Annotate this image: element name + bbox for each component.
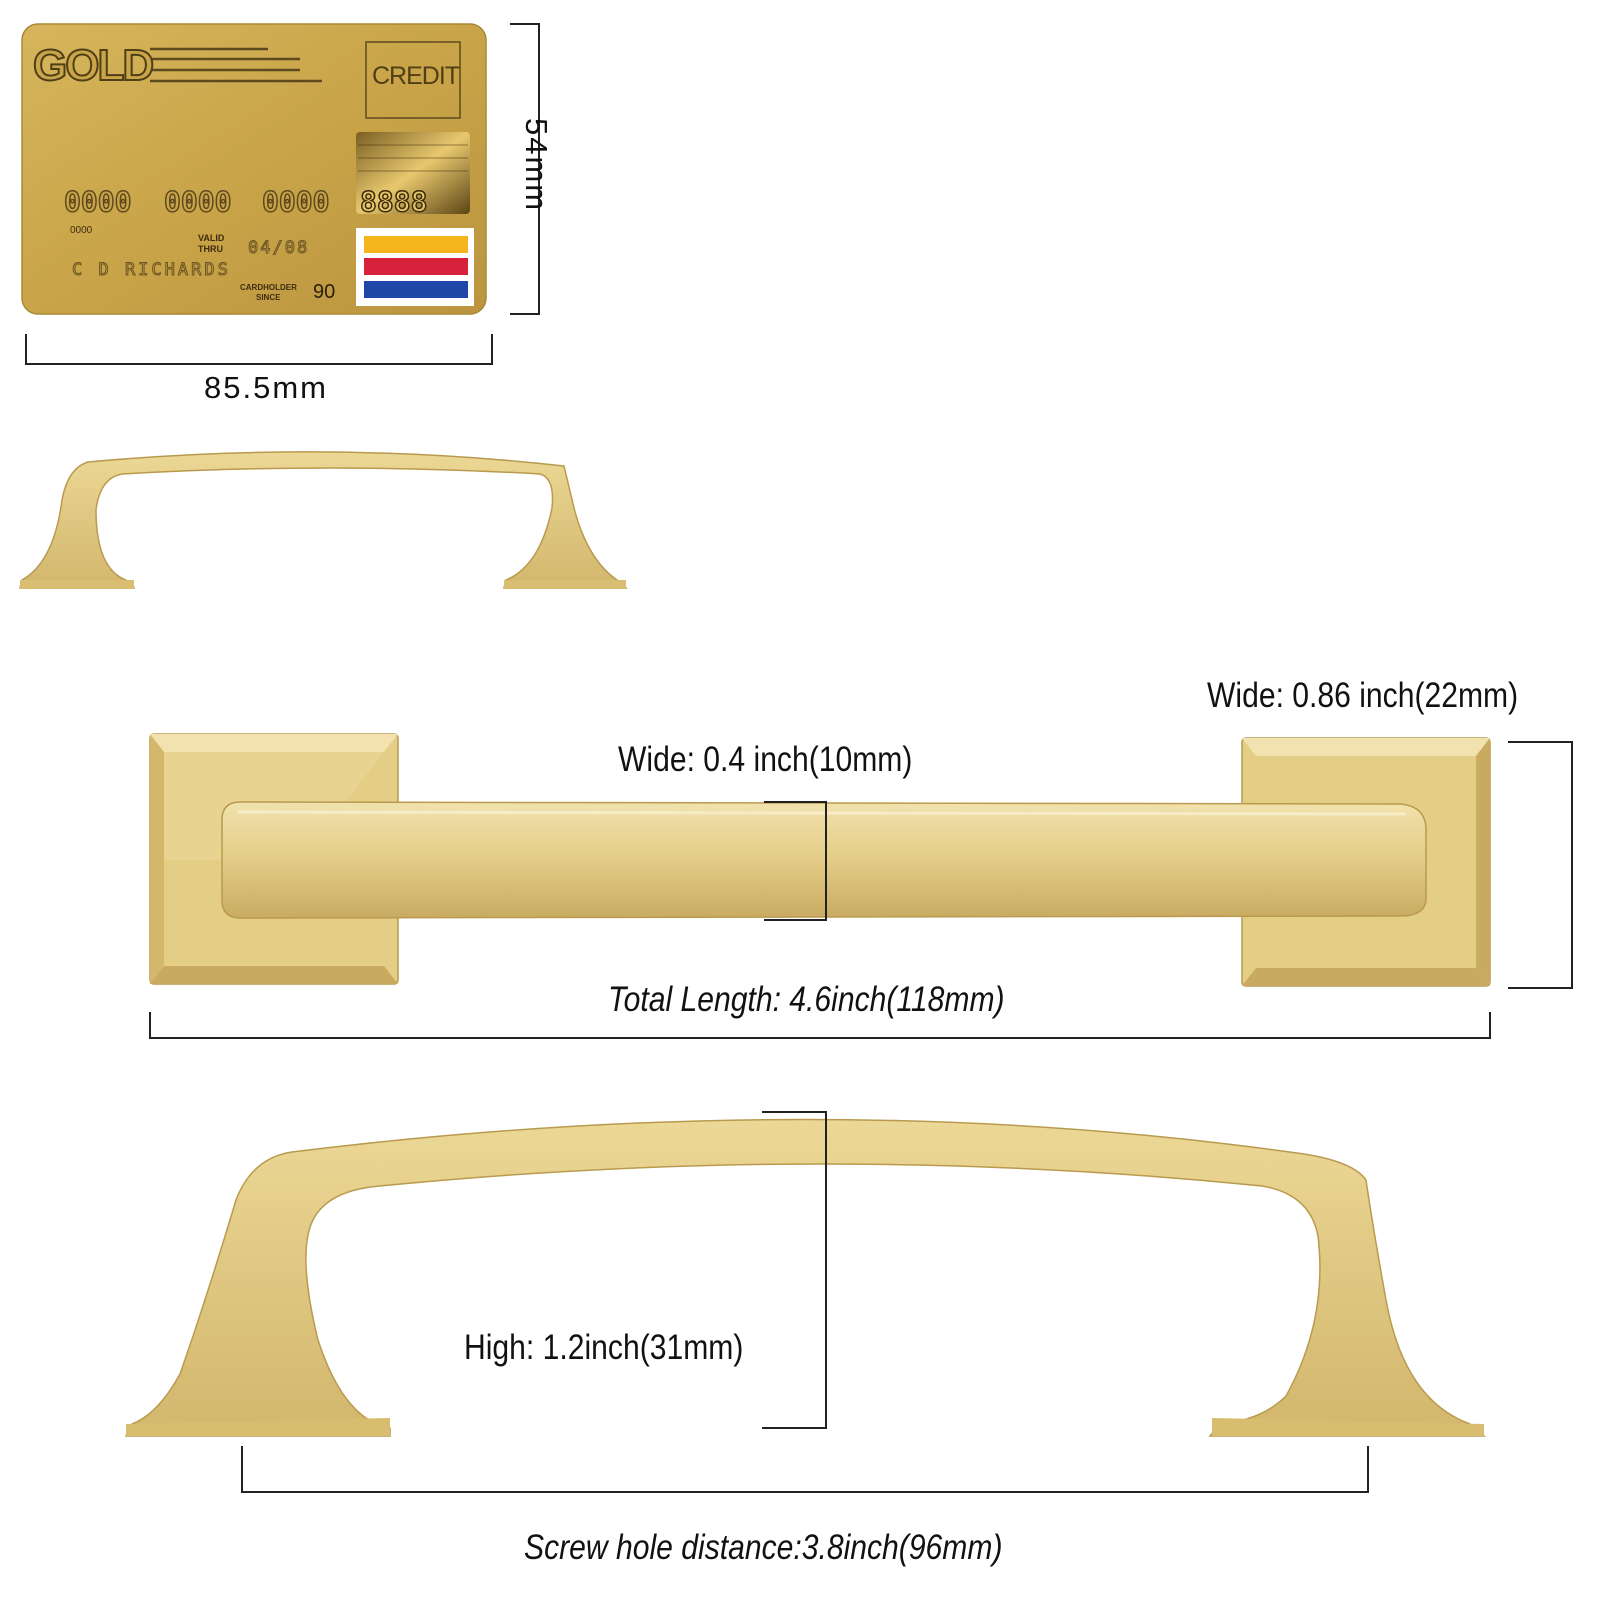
height-bracket [762,1111,827,1429]
screw-distance-label: Screw hole distance:3.8inch(96mm) [524,1528,1003,1567]
small-handle-foot-left [20,580,134,589]
hologram-lines [358,144,468,172]
top-view-handle [149,733,1491,987]
top-view-dimension-lines [149,741,1573,1039]
card-small-number: 0000 [70,225,93,236]
small-handle [19,451,628,589]
logo-stripe-blue [364,281,468,298]
card-thru-label: THRU [198,244,223,254]
card-valid-label: VALID [198,233,225,243]
card-height-label: 54mm [519,118,554,213]
card-width-bracket [25,334,493,365]
side-view-handle [124,1118,1487,1437]
center-width-bracket [764,801,827,921]
hologram-chip [356,132,470,214]
screw-distance-bracket [241,1446,1369,1493]
logo-stripe-red [364,258,468,275]
card-number-group-2: 0000 [163,185,232,218]
credit-card [21,23,487,315]
right-base-bevel-right [1476,738,1490,986]
card-number-group-3: 0000 [261,185,330,218]
card-cardholder-label: CARDHOLDER [240,283,297,292]
total-length-label: Total Length: 4.6inch(118mm) [608,980,1005,1019]
card-dimension-lines [25,23,540,365]
height-label: High: 1.2inch(31mm) [464,1328,744,1367]
card-since-label: SINCE [256,293,281,302]
total-length-bracket [149,1012,1491,1039]
side-view-dimension-lines [241,1111,1369,1493]
right-base-bevel-bottom [1242,968,1490,986]
card-number-group-1: 0000 [63,185,132,218]
card-height-bracket [510,23,540,315]
handle-bar [221,801,1427,919]
center-width-label: Wide: 0.4 inch(10mm) [618,740,913,779]
side-foot-left [126,1418,390,1436]
side-handle-body [124,1118,1487,1437]
left-base-bevel-left [150,734,164,984]
right-base-bevel-top [1242,738,1490,756]
logo-stripe-yellow [364,236,468,253]
side-foot-right [1212,1418,1484,1436]
card-brand-gold: GOLD [32,41,155,90]
card-number-group-4: 8888 [359,185,428,218]
card-width-label: 85.5mm [204,370,328,405]
card-since-value: 90 [313,281,336,303]
card-holder-name: C D RICHARDS [72,260,231,280]
small-handle-body [19,451,628,589]
card-type-credit: CREDIT [372,62,460,90]
left-base-bevel-bottom [150,966,398,984]
card-expiry: 04/08 [247,238,310,258]
base-width-label: Wide: 0.86 inch(22mm) [1207,676,1519,715]
left-base-bevel-top [150,734,398,752]
bar-highlight [237,810,1407,816]
small-handle-foot-right [504,580,626,589]
credit-box [365,41,461,119]
base-width-bracket [1508,741,1573,989]
card-header-lines [150,47,322,83]
